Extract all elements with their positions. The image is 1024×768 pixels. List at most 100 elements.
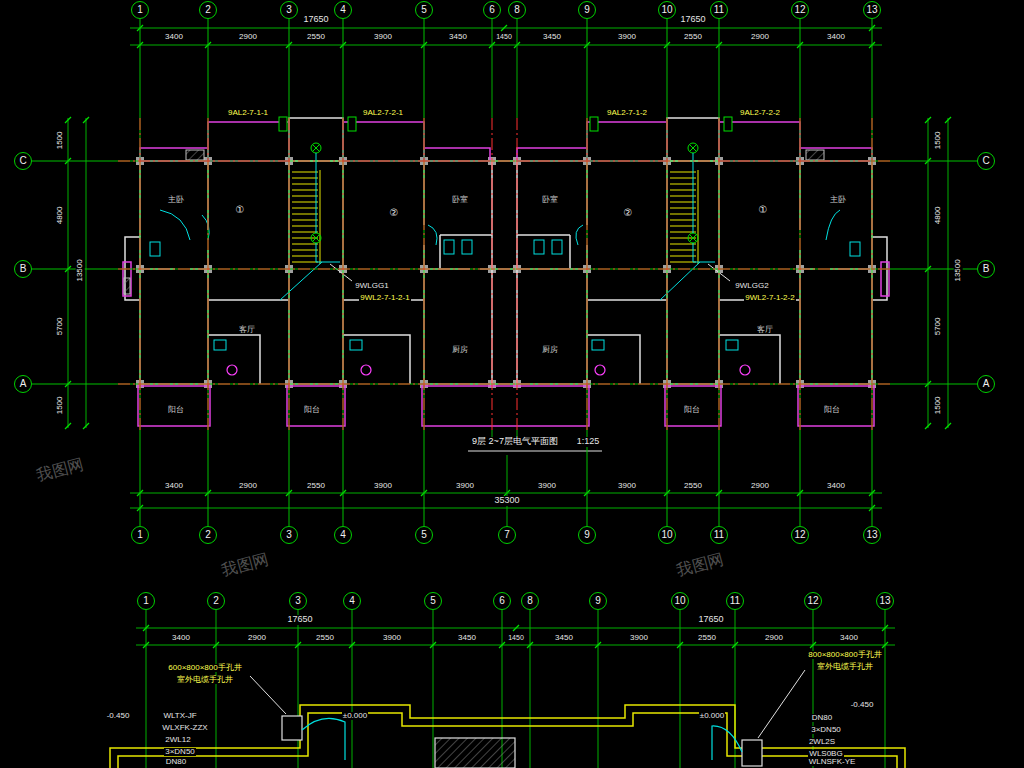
axis-bubble: 13 xyxy=(863,1,881,19)
leader-line xyxy=(330,264,730,451)
grid-and-dimension-lines xyxy=(65,423,71,429)
axis-bubble: C xyxy=(14,152,32,170)
axis-number: A xyxy=(20,379,27,389)
grid-and-dimension-lines xyxy=(507,455,508,526)
room-name: 厨房 xyxy=(451,346,469,355)
axis-bubble: 13 xyxy=(863,526,881,544)
room-name: 阳台 xyxy=(823,406,841,415)
axis-number: 12 xyxy=(807,596,818,606)
axis-bubble: 1 xyxy=(131,1,149,19)
leader-line xyxy=(250,670,805,738)
grid-and-dimension-lines xyxy=(292,244,318,245)
grid-and-dimension-lines xyxy=(292,196,318,197)
axis-bubble: 2 xyxy=(199,526,217,544)
panel-label: 9AL2-7-2-2 xyxy=(739,109,781,118)
balcony-outline xyxy=(208,122,289,161)
dimension-total: 13500 xyxy=(76,258,85,282)
grid-and-dimension-lines xyxy=(670,184,696,185)
axis-bubble: 10 xyxy=(671,592,689,610)
panel-box xyxy=(279,117,287,131)
axis-line xyxy=(289,19,290,526)
grid-and-dimension-lines xyxy=(670,214,696,215)
grid-centerline xyxy=(492,118,493,430)
axis-number: 8 xyxy=(514,5,520,15)
grid-and-dimension-lines xyxy=(670,178,696,179)
cable-label: 3×DN50 xyxy=(164,748,196,757)
balcony-outline xyxy=(422,386,589,426)
axis-bubble: 1 xyxy=(131,526,149,544)
axis-number: 9 xyxy=(595,596,601,606)
light-fixture xyxy=(688,143,698,153)
cable-label: WLNSFK-YE xyxy=(808,758,857,767)
axis-number: 9 xyxy=(584,5,590,15)
axis-bubble: 9 xyxy=(578,526,596,544)
unit-number: ① xyxy=(235,204,246,215)
grid-and-dimension-lines xyxy=(885,610,886,768)
grid-and-dimension-lines xyxy=(65,117,71,123)
balcony-outline xyxy=(517,148,587,161)
dimension: 2900 xyxy=(750,482,770,491)
grid-and-dimension-lines xyxy=(670,202,696,203)
grid-and-dimension-lines xyxy=(292,172,318,173)
dimension: 2900 xyxy=(238,482,258,491)
dimension: 2900 xyxy=(238,33,258,42)
axis-number: 13 xyxy=(866,5,877,15)
grid-and-dimension-lines xyxy=(292,256,318,257)
drawing-title: 9层 2~7层电气平面图 xyxy=(471,437,559,447)
axis-number: 7 xyxy=(504,530,510,540)
axis-number: C xyxy=(19,156,26,166)
grid-centerline xyxy=(424,118,425,430)
axis-bubble: 12 xyxy=(791,1,809,19)
balcony-outline xyxy=(881,262,889,296)
axis-bubble: 3 xyxy=(280,1,298,19)
window-box xyxy=(806,150,824,160)
grid-and-dimension-lines xyxy=(670,220,696,221)
axis-number: 10 xyxy=(674,596,685,606)
balcony-outline xyxy=(140,148,208,161)
dimension: 5700 xyxy=(934,316,943,336)
dimension: 3900 xyxy=(617,482,637,491)
grid-and-dimension-lines xyxy=(948,118,949,428)
axis-number: 4 xyxy=(340,5,346,15)
grid-and-dimension-lines xyxy=(513,625,519,631)
axis-bubble: 7 xyxy=(498,526,516,544)
grid-and-dimension-lines xyxy=(213,642,219,648)
grid-centerline xyxy=(343,118,344,430)
room-name: 阳台 xyxy=(683,406,701,415)
wall xyxy=(208,335,780,384)
balcony-outline xyxy=(800,148,872,161)
axis-number: 5 xyxy=(430,596,436,606)
grid-and-dimension-lines xyxy=(925,423,931,429)
balcony-outline xyxy=(424,148,490,161)
dimension: 3400 xyxy=(164,482,184,491)
axis-number: 11 xyxy=(730,596,740,606)
axis-line xyxy=(424,19,425,526)
room-name: 主卧 xyxy=(829,196,847,205)
grid-and-dimension-lines xyxy=(527,642,533,648)
grid-and-dimension-lines xyxy=(292,220,318,221)
room-name: 阳台 xyxy=(167,406,185,415)
room-name: 厨房 xyxy=(541,346,559,355)
grid-and-dimension-lines xyxy=(292,232,318,233)
handhole-note: 800×800×800手孔井 xyxy=(807,651,882,660)
axis-number: B xyxy=(20,264,27,274)
grid-and-dimension-lines xyxy=(130,28,882,29)
grid-and-dimension-lines xyxy=(501,25,507,31)
axis-number: 13 xyxy=(879,596,890,606)
grid-and-dimension-lines xyxy=(146,610,147,768)
dimension: 2550 xyxy=(306,33,326,42)
handhole-note: 600×800×800手孔井 xyxy=(167,664,242,673)
axis-line xyxy=(667,19,668,526)
axis-line xyxy=(719,19,720,526)
axis-bubble: 11 xyxy=(726,592,744,610)
axis-bubble: 4 xyxy=(343,592,361,610)
sanitary-fixture xyxy=(592,340,604,350)
axis-number: 6 xyxy=(499,596,505,606)
room-name: 卧室 xyxy=(451,196,469,205)
axis-line xyxy=(872,19,873,526)
dimension-total: 17650 xyxy=(679,15,706,25)
grid-centerline xyxy=(208,118,209,430)
window-box xyxy=(186,150,204,160)
axis-bubble: 8 xyxy=(508,1,526,19)
